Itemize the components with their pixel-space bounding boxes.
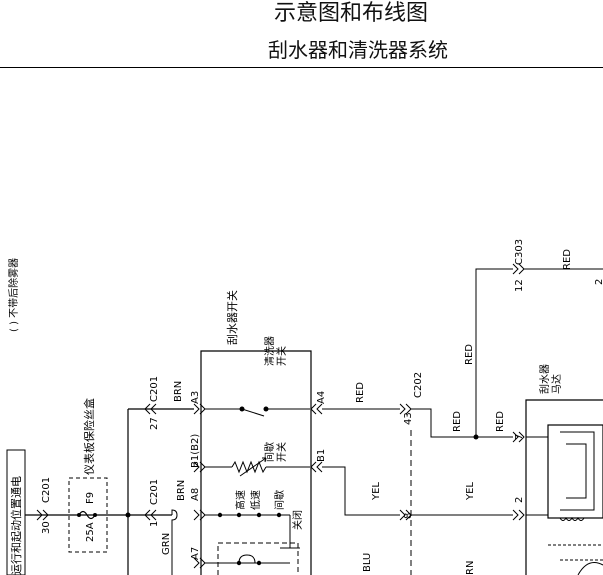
wire-rn: RN [465,561,476,575]
power-feed-box: 运行和起动位置通电 [6,449,26,575]
wiper-switch-label: 刮水器开关 [225,290,239,345]
header-rule [0,67,603,68]
washer-switch-line2: 开关 [275,346,288,366]
fuse-rating: 25A [85,522,96,542]
pin-7: 7 [514,434,525,440]
wiper-motor-line1: 刮水器 [538,364,551,394]
feed-wire [25,408,194,575]
page-subtitle: 刮水器和清洗器系统 [268,38,448,62]
high-speed-label: 高速 [234,490,247,510]
red-wire-a4: RED 43 C202 [322,372,424,425]
pin-27: 27 [149,417,160,430]
wire-brn-2: BRN [176,480,187,501]
pin-12: 12 [514,279,525,292]
wire-blu: BLU [362,553,373,572]
pin-a4: A4 [316,391,327,404]
wire-yel-2: YEL [465,482,476,501]
wire-red-4: RED [495,411,506,432]
c202-label: C202 [413,372,424,398]
intermittent-label: 间歇 [273,490,286,510]
washer-switch-label: 清洗器 开关 [263,333,288,366]
connector-c201-pin1: 1 C201 BRN GRN [144,479,187,575]
red-wire-motor: RED RED RED 12 C303 RED 2 [411,239,603,440]
c303-label: C303 [514,239,525,265]
pin-8: 8 [403,513,414,519]
wire-red-2: RED [452,411,463,432]
wire-red-5: RED [562,249,573,270]
pin-a3: A3 [190,391,201,404]
wire-grn: GRN [161,533,172,555]
c201-label-3: C201 [149,479,160,505]
fuse-block-label: 仪表板保险丝盒 [82,398,96,475]
low-speed-label: 低速 [249,490,262,510]
c201-label-1: C201 [41,477,52,503]
rear-defog-note: ( ) 不带后除雾器 [7,258,20,332]
wire-red-1: RED [355,382,366,403]
fuse-block: F9 25A 仪表板保险丝盒 [68,398,108,553]
splice-dot [125,512,131,518]
yel-wire: YEL 8 YEL [322,466,513,521]
wiper-switch: 刮水器开关 A3 清洗器 开关 A4 B1(B2) 间歇 开关 B1 A8 [190,290,327,575]
header: 示意图和布线图 刮水器和清洗器系统 [0,0,603,68]
wire-yel-1: YEL [371,482,382,501]
wiper-motor: 刮水器 马达 7 2 [512,361,603,575]
pin-a8: A8 [190,488,201,501]
off-label: 关闭 [291,510,304,530]
fuse-name: F9 [85,492,96,504]
connector-c201-pin30: 30 C201 [36,477,52,534]
c201-label-2: C201 [149,376,160,402]
wiper-motor-label: 刮水器 马达 [538,361,563,394]
washer-switch-line1: 清洗器 [263,336,276,366]
pin-b1: B1 [316,449,327,462]
pin-a7: A7 [190,547,201,560]
pin-30: 30 [41,521,52,534]
pin-b1b2: B1(B2) [190,434,201,468]
wiper-motor-line2: 马达 [551,374,563,394]
connector-c201-pin27: 27 C201 BRN [144,376,184,430]
wire-brn-1: BRN [173,381,184,402]
pin-2: 2 [514,497,525,503]
run-start-power-label: 运行和起动位置通电 [9,476,23,575]
interval-switch-line1: 间歇 [263,442,276,462]
interval-switch-line2: 开关 [275,442,288,462]
pin-2b: 2 [594,279,603,285]
page-title: 示意图和布线图 [274,1,429,26]
pin-43: 43 [403,412,414,425]
wire-red-3: RED [464,344,475,365]
pin-1: 1 [149,521,160,527]
interval-switch-label: 间歇 开关 [263,439,288,462]
